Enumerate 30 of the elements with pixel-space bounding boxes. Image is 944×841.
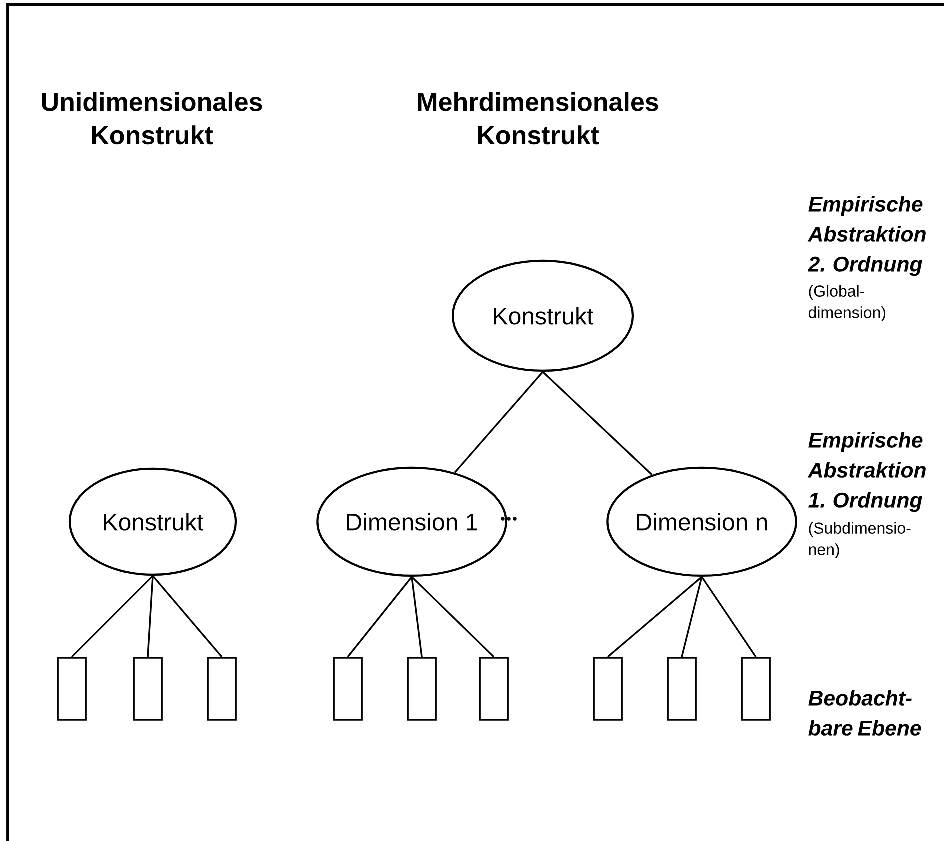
ellipse-node: Konstrukt [452, 260, 634, 372]
indicator-box [133, 657, 163, 721]
level-label: Empirische Abstraktion 2. Ordnung [808, 196, 926, 276]
column-heading: Mehrdimensionales Konstrukt [418, 92, 658, 145]
indicator-box [667, 657, 697, 721]
level-note: (Global-dimension) [808, 285, 886, 322]
connector-line [411, 576, 495, 658]
connector-line [542, 371, 653, 476]
ellipse-node: Dimension n [606, 466, 798, 578]
level-label: Empirische Abstraktion 1. Ordnung [808, 432, 926, 512]
indicator-box [593, 657, 623, 721]
connector-line [147, 576, 154, 658]
indicator-box [333, 657, 363, 721]
connector-line [681, 576, 703, 658]
indicator-box [207, 657, 237, 721]
indicator-box [479, 657, 509, 721]
indicator-box [407, 657, 437, 721]
column-heading: Unidimensionales Konstrukt [42, 92, 262, 145]
connector-line [454, 372, 544, 474]
ellipse-node: Dimension 1 [316, 466, 508, 578]
connector-line [701, 576, 757, 658]
connector-line [411, 576, 423, 658]
connector-line [347, 576, 413, 658]
indicator-box [57, 657, 87, 721]
indicator-box [741, 657, 771, 721]
connector-line [607, 576, 703, 658]
connector-line [71, 575, 154, 658]
level-label: Beobacht-bare Ebene [808, 690, 922, 736]
connector-line [152, 576, 223, 658]
ellipse-node: Konstrukt [68, 468, 238, 576]
